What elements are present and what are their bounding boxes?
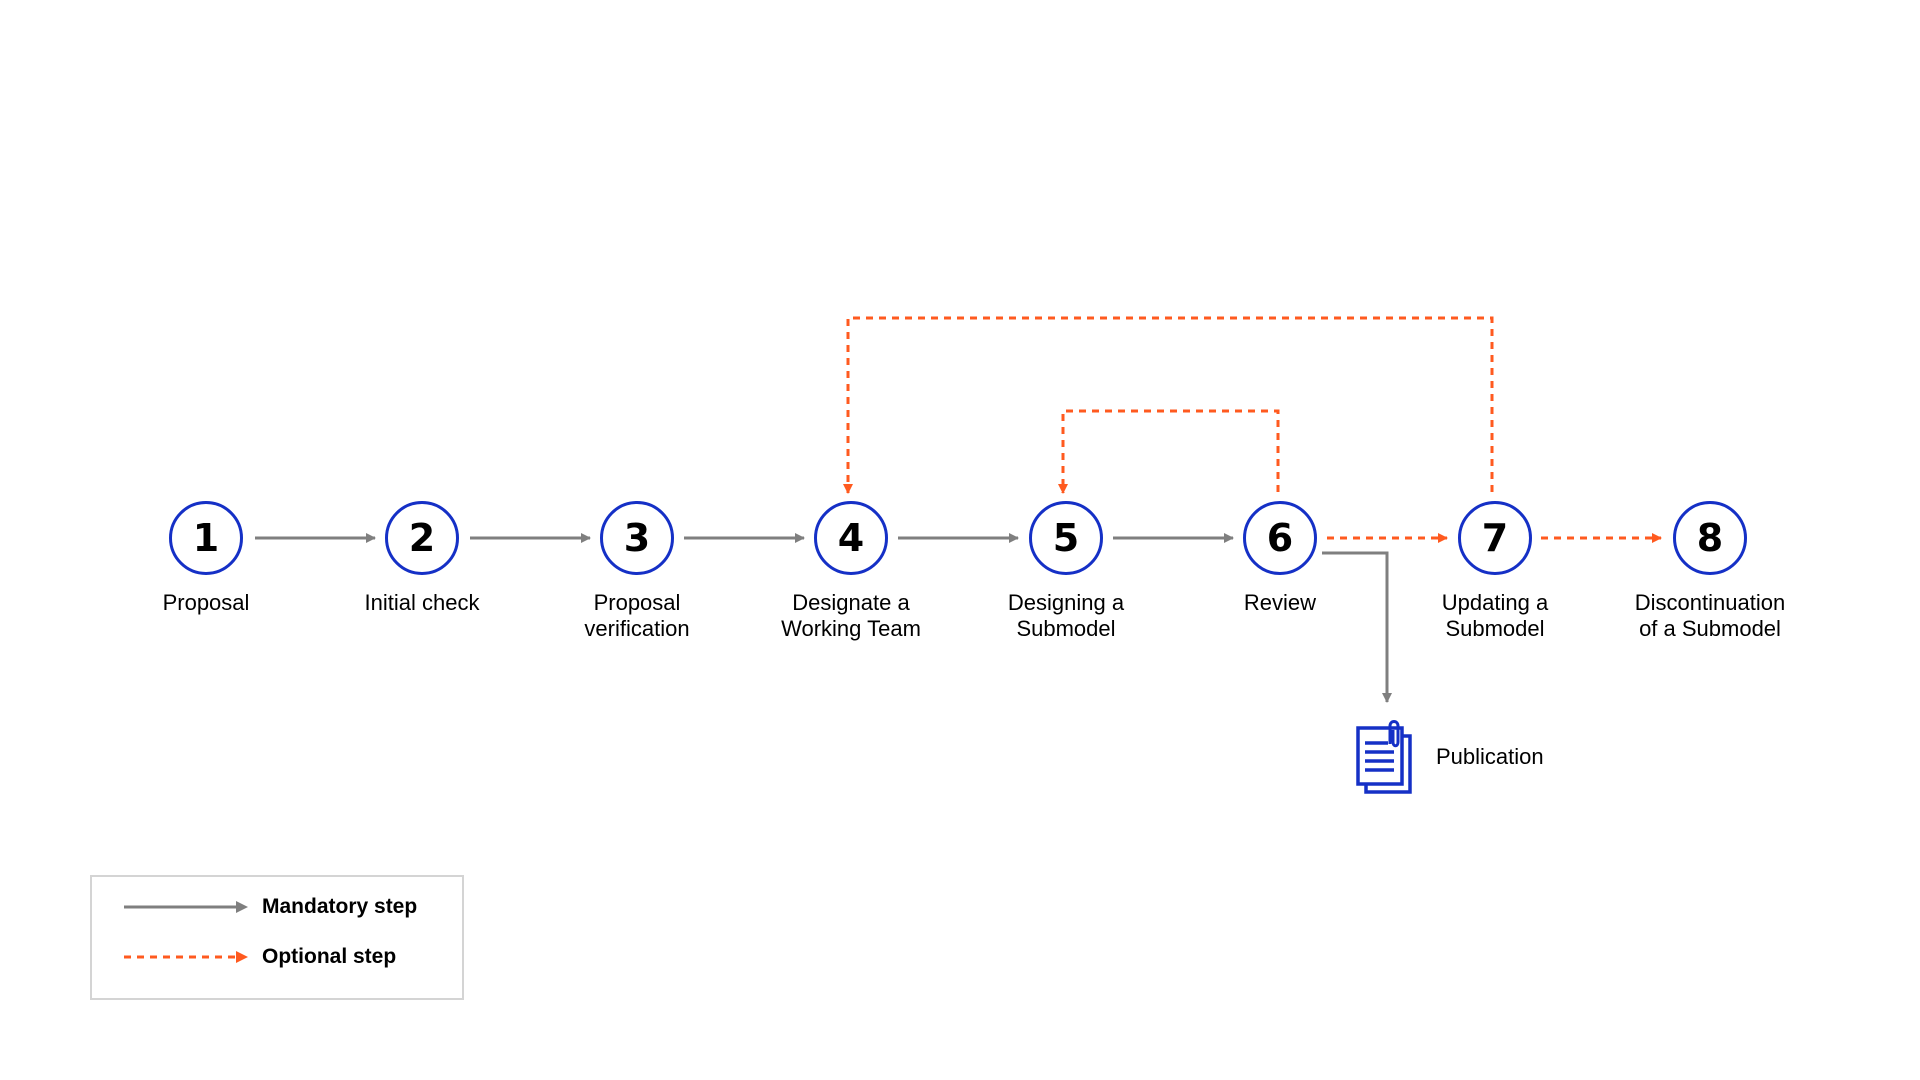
step-label-line: Discontinuation xyxy=(1634,590,1786,615)
step-3: 3 Proposal verification xyxy=(537,501,737,642)
legend-optional-label: Optional step xyxy=(262,945,397,968)
legend-mandatory-label: Mandatory step xyxy=(262,895,418,918)
step-number: 8 xyxy=(1696,516,1724,560)
step-label-line: Updating a xyxy=(1441,590,1549,615)
step-label-line: Initial check xyxy=(364,590,480,615)
step-8: 8 Discontinuation of a Submodel xyxy=(1610,501,1810,642)
step-label-line: Designate a xyxy=(792,590,910,615)
step-number: 7 xyxy=(1481,516,1509,560)
arrow-6-to-publication xyxy=(1322,551,1392,703)
step-label: Discontinuation of a Submodel xyxy=(1635,590,1785,642)
step-number: 4 xyxy=(837,516,865,560)
step-6: 6 Review xyxy=(1180,501,1380,616)
step-label-line: Submodel xyxy=(1445,616,1545,641)
step-circle: 5 xyxy=(1029,501,1103,575)
step-number: 2 xyxy=(408,516,436,560)
step-number: 3 xyxy=(623,516,651,560)
step-label: Review xyxy=(1244,590,1316,616)
step-number: 6 xyxy=(1266,516,1294,560)
step-label-line: Designing a xyxy=(1007,590,1125,615)
legend: Mandatory step Optional step xyxy=(90,875,464,1000)
step-circle: 6 xyxy=(1243,501,1317,575)
step-1: 1 Proposal xyxy=(106,501,306,616)
loop-6-to-5 xyxy=(1058,409,1280,494)
step-label: Designate a Working Team xyxy=(781,590,921,642)
step-circle: 3 xyxy=(600,501,674,575)
step-label-line: Working Team xyxy=(781,616,921,641)
step-2: 2 Initial check xyxy=(322,501,522,616)
step-circle: 8 xyxy=(1673,501,1747,575)
step-circle: 2 xyxy=(385,501,459,575)
step-7: 7 Updating a Submodel xyxy=(1395,501,1595,642)
legend-item-optional: Optional step xyxy=(122,945,396,969)
step-label-line: Review xyxy=(1243,590,1317,615)
step-label-line: Proposal xyxy=(593,590,681,615)
step-circle: 1 xyxy=(169,501,243,575)
step-label-line: verification xyxy=(584,616,690,641)
step-label-line: of a Submodel xyxy=(1639,616,1781,641)
step-number: 1 xyxy=(192,516,220,560)
step-circle: 7 xyxy=(1458,501,1532,575)
loop-7-to-4 xyxy=(843,316,1494,494)
publication-label: Publication xyxy=(1436,744,1544,769)
step-label: Updating a Submodel xyxy=(1442,590,1548,642)
step-label: Proposal verification xyxy=(584,590,689,642)
step-label: Proposal xyxy=(163,590,250,616)
step-label: Designing a Submodel xyxy=(1008,590,1124,642)
step-5: 5 Designing a Submodel xyxy=(966,501,1166,642)
publication: Publication xyxy=(1352,718,1544,796)
mandatory-arrow-icon xyxy=(124,901,248,913)
step-number: 5 xyxy=(1052,516,1080,560)
document-clip-icon xyxy=(1356,720,1412,794)
optional-arrow-icon xyxy=(124,951,248,963)
step-label: Initial check xyxy=(365,590,480,616)
step-label-line: Proposal xyxy=(162,590,250,615)
step-label-line: Submodel xyxy=(1016,616,1116,641)
step-circle: 4 xyxy=(814,501,888,575)
step-4: 4 Designate a Working Team xyxy=(751,501,951,642)
legend-item-mandatory: Mandatory step xyxy=(122,895,417,919)
